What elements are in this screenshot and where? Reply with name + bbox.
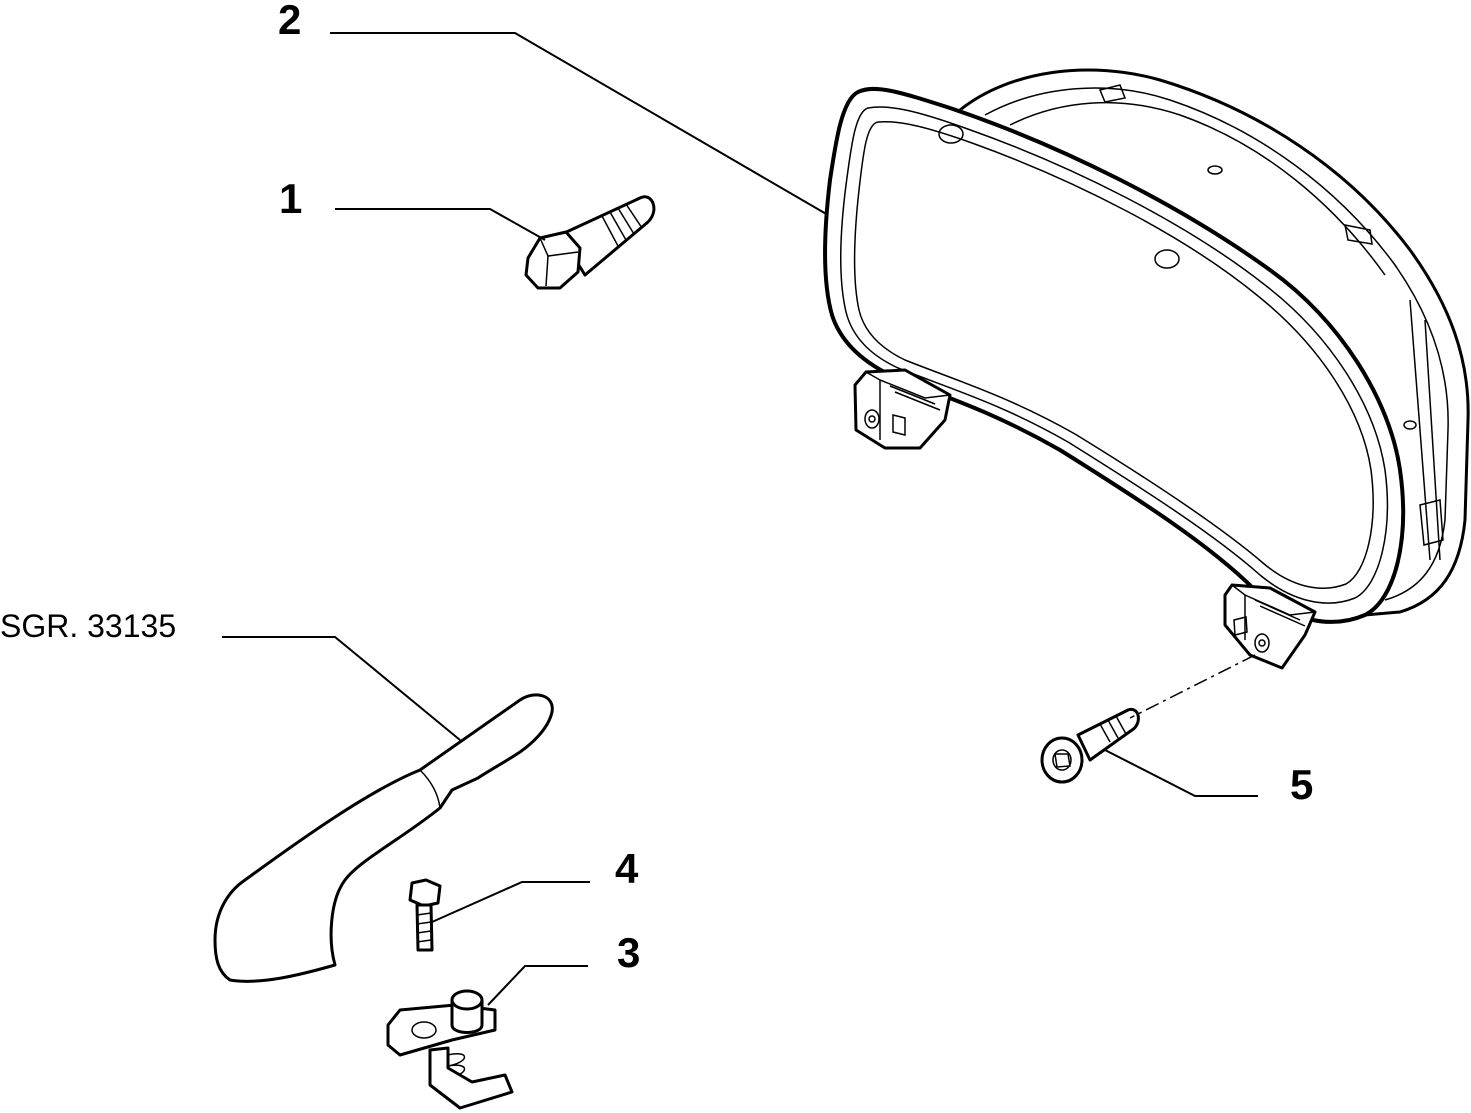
callout-3: 3 bbox=[617, 929, 640, 976]
callout-4: 4 bbox=[615, 845, 639, 892]
spring-latch bbox=[386, 989, 514, 1110]
instrument-cluster-housing bbox=[823, 68, 1470, 670]
callout-1: 1 bbox=[279, 175, 302, 222]
leader-line-4 bbox=[431, 881, 590, 923]
handbrake-lever-cover bbox=[213, 693, 554, 983]
leader-line-2 bbox=[330, 32, 829, 216]
reference-label: SGR. 33135 bbox=[0, 608, 176, 644]
hex-bolt bbox=[524, 195, 656, 290]
leader-line-3 bbox=[487, 965, 588, 1006]
socket-head-screw bbox=[1040, 707, 1140, 784]
leader-line-1 bbox=[335, 208, 546, 241]
leader-lines bbox=[222, 32, 1258, 1006]
callout-2: 2 bbox=[278, 0, 301, 43]
leader-line-sgr bbox=[222, 636, 461, 741]
callout-5: 5 bbox=[1290, 761, 1313, 808]
assembly-centerline bbox=[1129, 654, 1256, 719]
leader-line-5 bbox=[1104, 749, 1258, 797]
small-bolt bbox=[408, 878, 442, 952]
